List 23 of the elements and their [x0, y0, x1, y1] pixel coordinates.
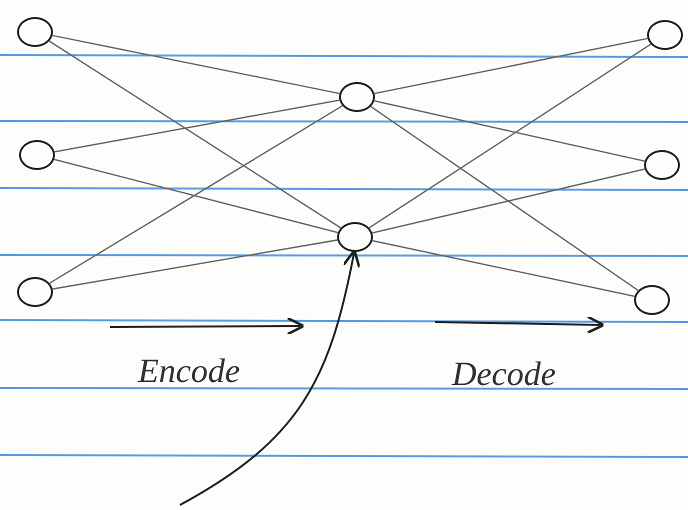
node-circle — [634, 285, 670, 315]
connection-line — [54, 100, 340, 152]
node-circle — [17, 277, 53, 307]
node-circle — [339, 82, 375, 112]
node-circle — [647, 20, 683, 50]
node-circle — [644, 150, 680, 180]
node-circle — [337, 222, 373, 252]
connection-line — [48, 40, 342, 228]
connection-line — [52, 34, 340, 94]
connection-line — [370, 106, 638, 291]
node-circle — [17, 17, 53, 47]
connection-line — [372, 240, 635, 297]
node-circle — [19, 140, 55, 170]
connection-line — [374, 100, 645, 162]
direction-label: Encode — [138, 355, 240, 389]
connection-line — [372, 168, 645, 234]
connection-line — [368, 44, 652, 228]
connection-line — [54, 158, 338, 234]
connection-line — [374, 38, 648, 94]
connection-line — [52, 239, 338, 290]
direction-label: Decode — [452, 358, 556, 392]
connection-line — [49, 105, 343, 284]
arrow — [180, 249, 360, 506]
